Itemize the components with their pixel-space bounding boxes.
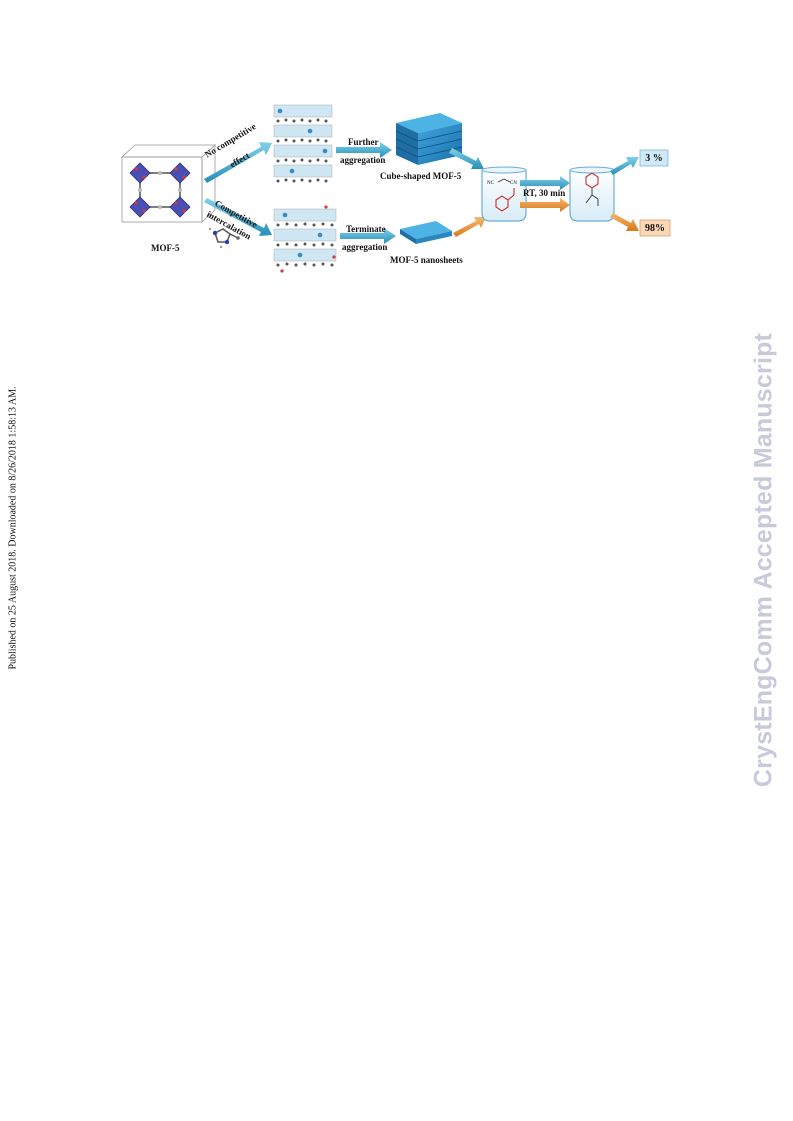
aggregation-upper-label: aggregation (340, 155, 386, 165)
watermark-text: CrystEngComm Accepted Manuscript (749, 332, 778, 787)
reaction-condition-label: RT, 30 min (523, 188, 566, 198)
cube-shaped-label: Cube-shaped MOF-5 (380, 171, 462, 181)
publication-note-text: Published on 25 August 2018. Downloaded … (7, 386, 19, 670)
nanosheets-label: MOF-5 nanosheets (390, 255, 463, 265)
nc-label: NC (487, 181, 494, 186)
yield-high-text: 98% (645, 223, 665, 234)
further-label: Further (348, 137, 379, 147)
synthesis-scheme-figure: MOF-5 No competitive effect Competitive … (110, 95, 680, 280)
arrow-sheet-to-beaker (453, 217, 486, 237)
cn-label: CN (510, 181, 517, 186)
arrow-terminate-aggregation (340, 228, 396, 244)
arrow-yield-low (610, 157, 639, 175)
cube-shaped-mof5 (395, 113, 463, 165)
beaker-product (569, 166, 615, 222)
accepted-manuscript-watermark: CrystEngComm Accepted Manuscript (748, 272, 780, 847)
arrow-further-aggregation (336, 142, 392, 158)
mof5-label: MOF-5 (151, 243, 180, 253)
mof5-nanosheet (400, 221, 452, 244)
aggregation-lower-label: aggregation (342, 242, 388, 252)
scheme-graphic (120, 104, 671, 273)
yield-low-text: 3 % (645, 153, 663, 164)
mof5-unit-cell (120, 144, 217, 223)
arrow-no-competitive (204, 142, 272, 183)
yield-box-low (639, 149, 669, 167)
yield-box-high (639, 219, 671, 237)
arrow-reaction-blue (520, 176, 570, 190)
arrow-yield-high (610, 213, 639, 231)
publication-note: Published on 25 August 2018. Downloaded … (6, 378, 20, 678)
arrow-competitive (204, 198, 272, 236)
terminate-label: Terminate (346, 224, 386, 234)
beaker-reactants (481, 166, 527, 222)
arrow-cube-to-beaker (449, 148, 484, 169)
layered-stack-upper (273, 104, 333, 183)
layered-stack-lower (273, 205, 337, 273)
arrow-reaction-orange (520, 198, 570, 212)
intercalant-molecule (208, 227, 240, 249)
